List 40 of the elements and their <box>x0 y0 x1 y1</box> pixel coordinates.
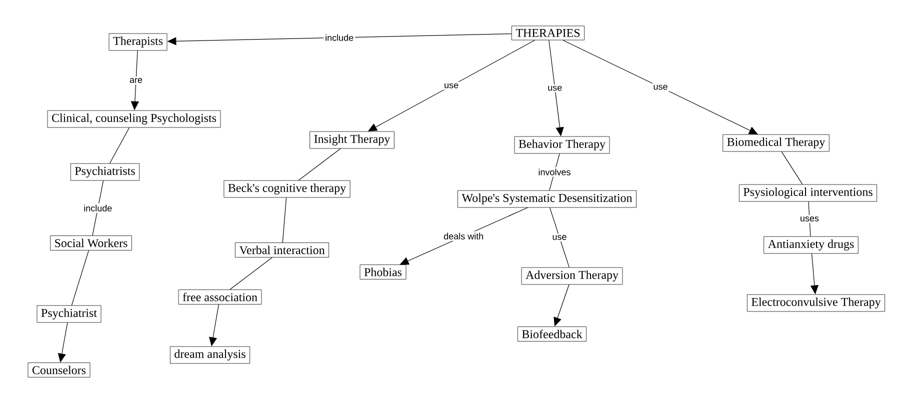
concept-box: Clinical, counseling Psychologists <box>47 110 221 128</box>
edge-label: use <box>652 83 670 92</box>
concept-box: free association <box>178 290 262 304</box>
edge-label: involves <box>536 167 572 177</box>
concept-box: Psychiatrist <box>36 305 102 323</box>
concept-box: Biofeedback <box>518 326 587 342</box>
concept-box: Social Workers <box>50 236 132 250</box>
concept-box: Biomedical Therapy <box>722 134 830 152</box>
edge-label: deals with <box>442 231 486 241</box>
connector-line <box>550 207 570 268</box>
connector-line <box>71 250 89 306</box>
edge-label: include <box>324 32 356 42</box>
concept-box: Electroconvulsive Therapy <box>747 294 886 312</box>
connector-line <box>808 201 811 237</box>
edge-label: use <box>442 82 460 90</box>
edge-label: use <box>550 234 568 242</box>
connector-line <box>298 148 341 181</box>
edge-label: are <box>128 76 144 84</box>
connector-line <box>781 151 803 185</box>
connector-line <box>554 284 570 326</box>
concept-box: Adversion Therapy <box>521 267 623 285</box>
concept-box: Antianxiety drugs <box>764 236 858 254</box>
concept-box: Psychiatrists <box>70 163 140 181</box>
concept-box: Beck's cognitive therapy <box>224 180 350 198</box>
concept-box: Insight Therapy <box>310 131 394 149</box>
concept-box: Verbal interaction <box>235 242 330 258</box>
edge-label: uses <box>798 215 821 223</box>
connector-line <box>109 127 130 164</box>
concept-box: Psysiological interventions <box>738 184 878 202</box>
concept-box: dream analysis <box>170 346 250 364</box>
concept-box: Behavior Therapy <box>514 136 610 154</box>
edge-label: use <box>546 84 564 92</box>
concept-box: THERAPIES <box>511 26 585 40</box>
concept-box: Counselors <box>28 362 90 378</box>
concept-box: Therapists <box>108 33 168 51</box>
concept-box: Phobias <box>360 264 406 280</box>
concept-box: Wolpe's Systematic Desensitization <box>458 190 636 208</box>
edge-label: include <box>82 203 114 213</box>
connector-line <box>282 197 287 243</box>
connector-line <box>230 257 272 290</box>
